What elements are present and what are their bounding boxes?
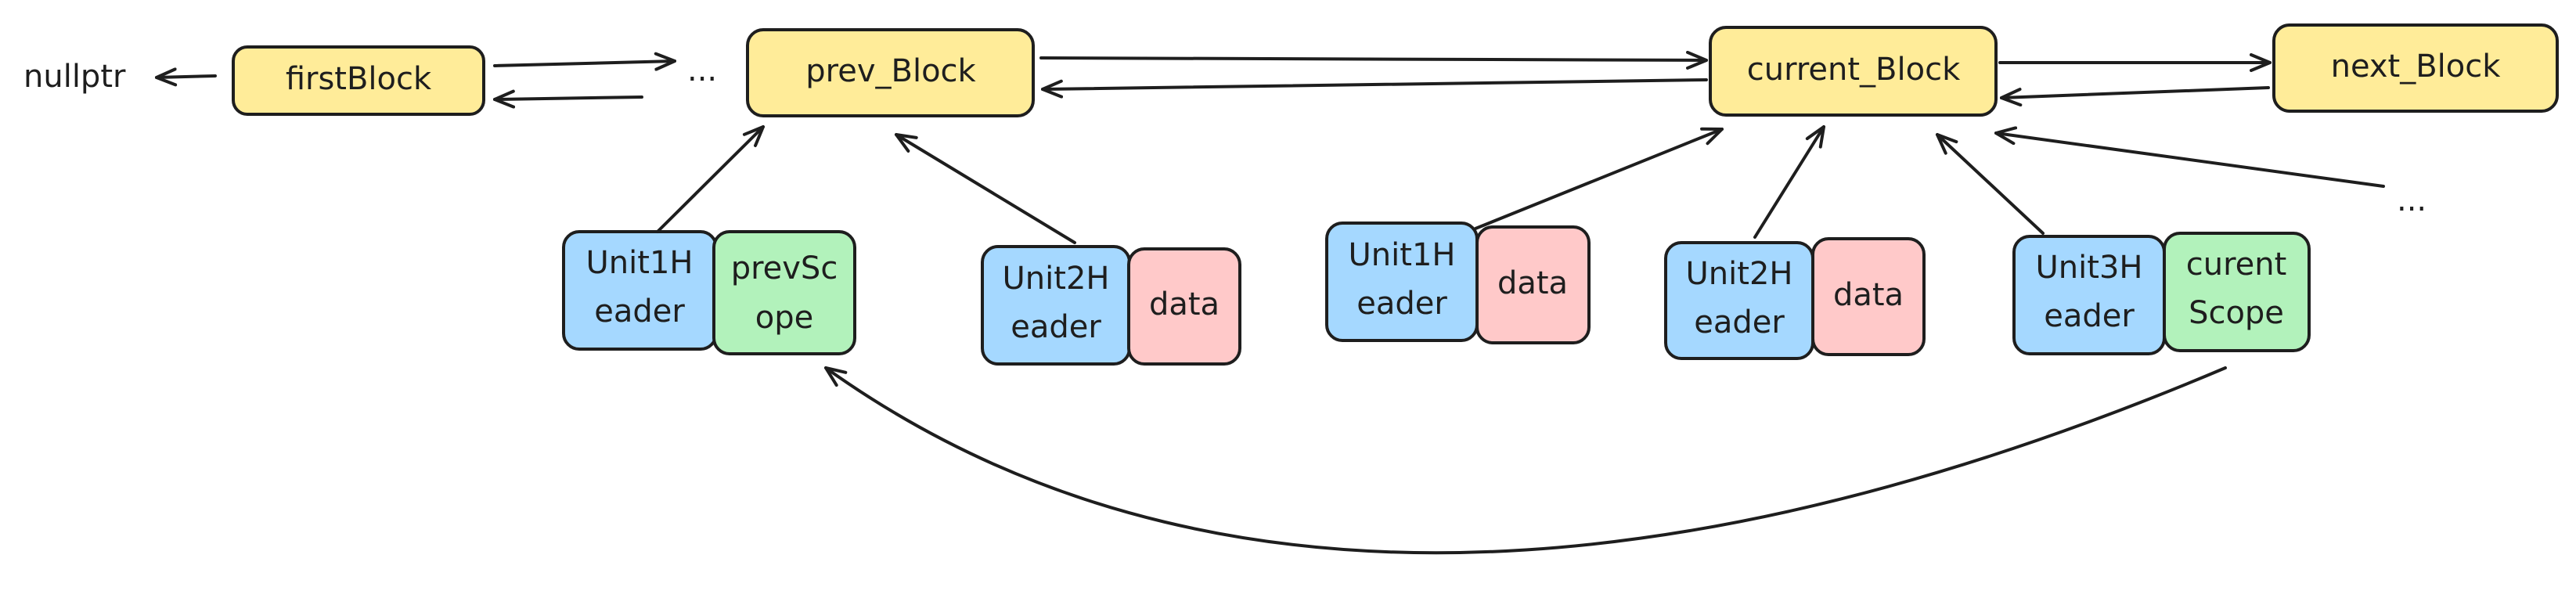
unit2-header-right-line1: Unit2H [1686, 256, 1793, 292]
unit3-header-line1: Unit3H [2036, 250, 2143, 286]
prev-block-node: prev_Block [746, 28, 1035, 117]
ellipsis-top: ... [687, 52, 717, 88]
first-to-nullptr-arrow [155, 67, 217, 87]
unit2-header-right-line2: eader [1694, 304, 1785, 340]
unit1-header-to-current-arrow [1474, 127, 1724, 230]
next-block-node: next_Block [2272, 23, 2559, 113]
unit2-header-left-line2: eader [1011, 309, 1101, 345]
data-node-3: data [1475, 225, 1591, 344]
next-to-current-arrow [2000, 86, 2270, 107]
current-block-node: current_Block [1709, 26, 1998, 117]
first-block-node: firstBlock [232, 45, 485, 116]
nullptr-label: nullptr [23, 59, 126, 95]
unit2-header-left-line1: Unit2H [1003, 261, 1110, 297]
current-scope-node: curent Scope [2163, 232, 2311, 352]
ellipsis-right: ... [2397, 182, 2426, 218]
unit3-header-line2: eader [2044, 298, 2135, 334]
current-scope-line2: Scope [2189, 295, 2284, 331]
unit2-header-node-right: Unit2H eader [1664, 241, 1814, 360]
unit1-header-right-line1: Unit1H [1349, 237, 1456, 273]
first-block-label: firstBlock [286, 61, 432, 97]
data-node-4-label: data [1833, 277, 1904, 313]
unit2-header-to-prev-arrow [895, 133, 1076, 244]
prev-to-first-arrow [493, 89, 643, 109]
unit1-header-node-right: Unit1H eader [1325, 222, 1479, 342]
prev-scope-line1: prevSc [731, 250, 838, 286]
current-scope-line1: curent [2186, 247, 2287, 283]
prev-scope-node: prevSc ope [712, 230, 856, 355]
unit1-header-node: Unit1H eader [562, 230, 718, 351]
unit3-header-to-current-arrow [1936, 133, 2045, 235]
first-to-prev-arrow [493, 52, 676, 71]
unit2-header-node-left: Unit2H eader [981, 245, 1131, 366]
prev-scope-line2: ope [755, 300, 813, 336]
data-node-4: data [1811, 237, 1926, 356]
prev-block-label: prev_Block [805, 53, 976, 89]
unit1-header-to-prev-arrow [656, 125, 765, 233]
unit1-header-right-line2: eader [1356, 286, 1447, 322]
unit1-header-line2: eader [594, 294, 685, 330]
ellipsis-to-current-arrow [1994, 126, 2385, 188]
data-node-3-label: data [1497, 265, 1568, 301]
unit3-header-node: Unit3H eader [2012, 235, 2166, 355]
unit2-header-to-current-arrow [1753, 125, 1825, 239]
data-node-2-label: data [1149, 286, 1220, 322]
current-to-prev-arrow [1041, 78, 1708, 99]
next-block-label: next_Block [2331, 49, 2502, 85]
unit1-header-line1: Unit1H [586, 245, 694, 281]
current-block-label: current_Block [1747, 52, 1961, 88]
prev-to-current-arrow [1039, 50, 1708, 70]
data-node-2: data [1127, 247, 1241, 366]
current-scope-to-prev-scope-arrow [824, 366, 2227, 555]
